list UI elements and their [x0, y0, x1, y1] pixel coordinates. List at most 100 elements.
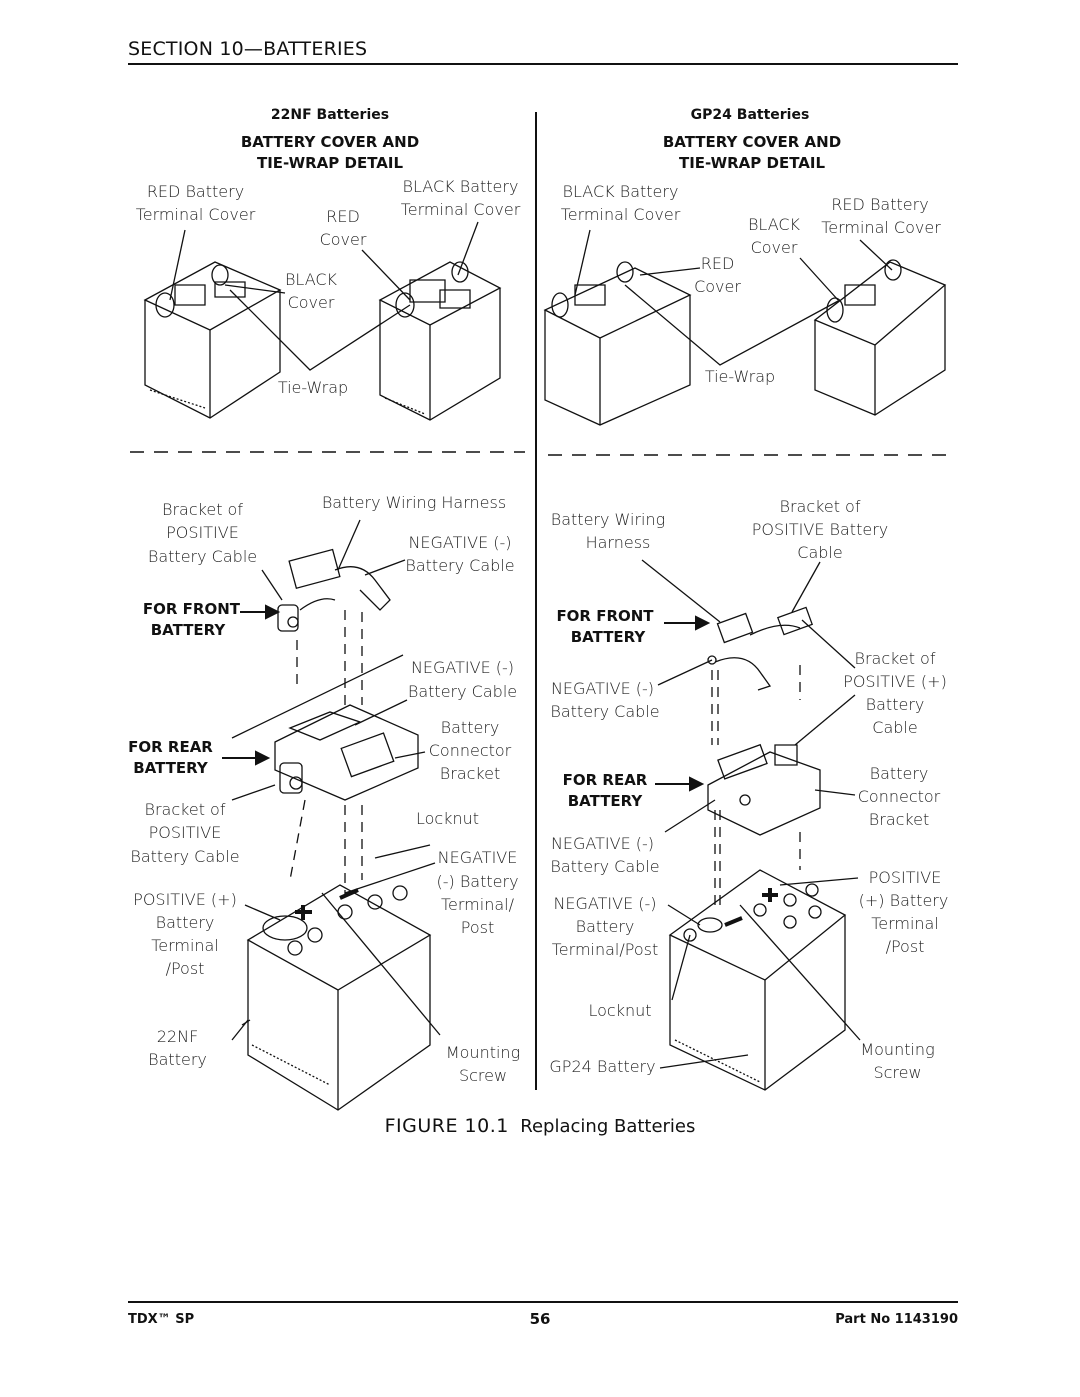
right-connector-label-1: Battery: [869, 764, 929, 783]
right-red-cover-label-2: Cover: [694, 277, 741, 296]
footer-rule: [128, 1301, 958, 1303]
right-red-terminal-cover-label-2: Terminal Cover: [821, 218, 941, 237]
right-rear-connector-bracket: [708, 745, 820, 835]
right-connector-label-2: Connector: [857, 787, 941, 806]
left-black-terminal-cover-label-2: Terminal Cover: [400, 200, 521, 219]
left-negative-cable-label-2b: Battery Cable: [407, 682, 518, 701]
right-harness-label-2: Harness: [585, 533, 651, 552]
right-red-terminal-cover-label-1: RED Battery: [831, 195, 929, 214]
right-bracket-pos-b-label-4: Cable: [872, 718, 918, 737]
left-red-cover-label-1: RED: [326, 207, 360, 226]
left-neg-post-label-1: NEGATIVE: [437, 848, 518, 867]
figure-number: FIGURE 10.1: [384, 1115, 509, 1137]
right-bottom-battery: [670, 870, 845, 1090]
right-tie-wrap-label: Tie-Wrap: [704, 367, 776, 386]
left-connector-label-2: Connector: [428, 741, 512, 760]
right-mounting-label-2: Screw: [873, 1063, 922, 1082]
left-bracket-positive-b-label-2: POSITIVE: [148, 823, 222, 842]
footer-product: TDX™ SP: [128, 1312, 195, 1327]
right-bracket-positive-label-3: Cable: [797, 543, 843, 562]
right-connector-label-3: Bracket: [868, 810, 930, 829]
left-for-front-label-2: BATTERY: [150, 621, 226, 639]
right-negative-cable-label-2a: NEGATIVE (-): [550, 834, 655, 853]
left-negative-cable-label-1b: Battery Cable: [405, 556, 515, 575]
right-panel-title: GP24 Batteries: [690, 107, 810, 123]
right-for-front-label-2: BATTERY: [570, 628, 646, 646]
footer-part-number: Part No 1143190: [835, 1312, 958, 1327]
right-front-harness: [708, 607, 812, 690]
left-connector-label-3: Bracket: [439, 764, 501, 783]
right-negative-cable-label-2b: Battery Cable: [550, 857, 660, 876]
left-rear-connector-bracket: [275, 705, 418, 800]
left-bracket-positive-label-3: Battery Cable: [147, 547, 258, 566]
right-black-terminal-cover-label-1: BLACK Battery: [562, 182, 679, 201]
left-mounting-label-1: Mounting: [445, 1043, 521, 1062]
left-neg-post-label-4: Post: [460, 918, 495, 937]
right-bracket-pos-b-label-1: Bracket of: [854, 649, 936, 668]
section-title: SECTION 10—BATTERIES: [128, 38, 368, 60]
left-bracket-positive-b-label-1: Bracket of: [144, 800, 226, 819]
right-black-cover-label-1: BLACK: [747, 215, 801, 234]
right-mounting-label-1: Mounting: [860, 1040, 935, 1059]
left-bracket-positive-label-1: Bracket of: [162, 500, 243, 519]
left-pos-post-label-4: /Post: [165, 959, 205, 978]
right-negative-cable-label-1b: Battery Cable: [550, 702, 660, 721]
left-pos-post-label-3: Terminal: [151, 936, 219, 955]
right-detail-heading-1: BATTERY COVER AND: [662, 133, 842, 151]
left-front-harness: [278, 550, 390, 631]
left-bottom-battery: [248, 885, 430, 1110]
left-negative-cable-label-1a: NEGATIVE (-): [408, 533, 512, 552]
right-bracket-positive-label-1: Bracket of: [779, 497, 861, 516]
figure-caption: FIGURE 10.1 Replacing Batteries: [0, 1115, 1080, 1137]
right-pos-post-label-4: /Post: [885, 937, 925, 956]
left-mounting-label-2: Screw: [458, 1066, 508, 1085]
right-neg-post-label-1: NEGATIVE (-): [553, 894, 657, 913]
left-for-rear-label-1: FOR REAR: [128, 738, 213, 756]
left-detail-heading-2: TIE-WRAP DETAIL: [256, 154, 404, 172]
right-for-rear-label-1: FOR REAR: [562, 771, 648, 789]
left-neg-post-label-3: Terminal/: [440, 895, 514, 914]
left-pos-post-label-2: Battery: [155, 913, 215, 932]
right-top-battery-2: [815, 260, 945, 415]
right-detail-heading-2: TIE-WRAP DETAIL: [678, 154, 826, 172]
left-battery-label-1: 22NF: [156, 1027, 199, 1046]
right-for-front-label-1: FOR FRONT: [556, 607, 654, 625]
figure-caption-text: Replacing Batteries: [520, 1116, 696, 1137]
right-top-battery-1: [545, 262, 690, 425]
right-bracket-positive-label-2: POSITIVE Battery: [751, 520, 889, 539]
right-bracket-pos-b-label-3: Battery: [865, 695, 925, 714]
left-top-battery-1: [145, 262, 280, 418]
left-red-terminal-cover-label-1: RED Battery: [146, 182, 245, 201]
left-red-cover-label-2: Cover: [319, 230, 367, 249]
right-locknut-label: Locknut: [588, 1001, 652, 1020]
left-negative-cable-label-2a: NEGATIVE (-): [410, 658, 515, 677]
right-pos-post-label-2: (+) Battery: [858, 891, 949, 910]
right-battery-label: GP24 Battery: [549, 1057, 656, 1076]
footer-page-number: 56: [529, 1310, 551, 1328]
left-black-cover-label-1: BLACK: [284, 270, 338, 289]
left-bracket-positive-b-label-3: Battery Cable: [130, 847, 240, 866]
left-panel-title: 22NF Batteries: [270, 107, 390, 123]
right-red-cover-label-1: RED: [700, 254, 735, 273]
left-tie-wrap-label: Tie-Wrap: [277, 378, 349, 397]
right-pos-post-label-1: POSITIVE: [868, 868, 942, 887]
right-neg-post-label-2: Battery: [575, 917, 635, 936]
right-harness-label-1: Battery Wiring: [550, 510, 666, 529]
left-top-battery-2: [380, 262, 500, 420]
right-pos-post-label-3: Terminal: [871, 914, 939, 933]
left-black-terminal-cover-label-1: BLACK Battery: [402, 177, 519, 196]
left-battery-label-2: Battery: [148, 1050, 207, 1069]
left-harness-label: Battery Wiring Harness: [321, 493, 507, 512]
right-bracket-pos-b-label-2: POSITIVE (+): [843, 672, 947, 691]
right-negative-cable-label-1a: NEGATIVE (-): [550, 679, 655, 698]
left-bracket-positive-label-2: POSITIVE: [166, 523, 239, 542]
left-connector-label-1: Battery: [440, 718, 500, 737]
left-neg-post-label-2: (-) Battery: [436, 872, 519, 891]
left-red-terminal-cover-label-2: Terminal Cover: [135, 205, 256, 224]
left-locknut-label: Locknut: [415, 809, 480, 828]
left-for-rear-label-2: BATTERY: [133, 759, 208, 777]
left-black-cover-label-2: Cover: [287, 293, 335, 312]
right-for-rear-label-2: BATTERY: [567, 792, 643, 810]
header-rule: [128, 63, 958, 65]
